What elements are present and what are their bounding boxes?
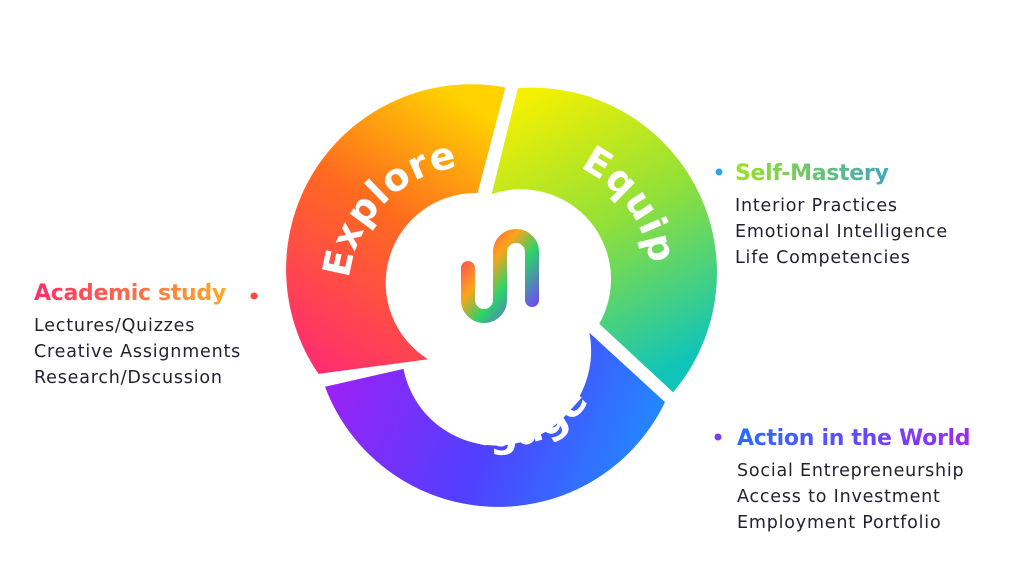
academic-heading: Academic study: [34, 281, 241, 307]
list-item: Interior Practices: [735, 196, 898, 216]
engage-segment: [325, 332, 665, 507]
wavy-u-logo-icon: [461, 229, 539, 323]
list-item: Life Competencies: [735, 248, 911, 268]
action-items: Social Entrepreneurship Access to Invest…: [737, 458, 970, 536]
list-item: Creative Assignments: [34, 342, 242, 362]
list-item: Research/Dscussion: [34, 368, 223, 388]
action-heading: Action in the World: [737, 426, 971, 451]
academic-block: Academic study Lectures/Quizzes Creative…: [34, 281, 241, 391]
list-item: Employment Portfolio: [737, 513, 942, 533]
academic-items: Lectures/Quizzes Creative Assignments Re…: [34, 313, 241, 391]
self-mastery-block: Self-Mastery Interior Practices Emotiona…: [735, 161, 948, 271]
explore-segment: [286, 84, 506, 374]
self-mastery-items: Interior Practices Emotional Intelligenc…: [735, 193, 948, 271]
action-block: Action in the World Social Entrepreneurs…: [737, 426, 971, 536]
equip-segment: [491, 87, 717, 393]
list-item: Emotional Intelligence: [735, 222, 948, 242]
self-mastery-heading: Self-Mastery: [735, 161, 948, 187]
list-item: Social Entrepreneurship: [737, 461, 965, 481]
action-connector-dot: [714, 433, 722, 441]
list-item: Lectures/Quizzes: [34, 316, 196, 336]
self-mastery-connector-dot: [715, 168, 723, 176]
list-item: Access to Investment: [737, 487, 941, 507]
academic-connector-dot: [250, 292, 258, 300]
